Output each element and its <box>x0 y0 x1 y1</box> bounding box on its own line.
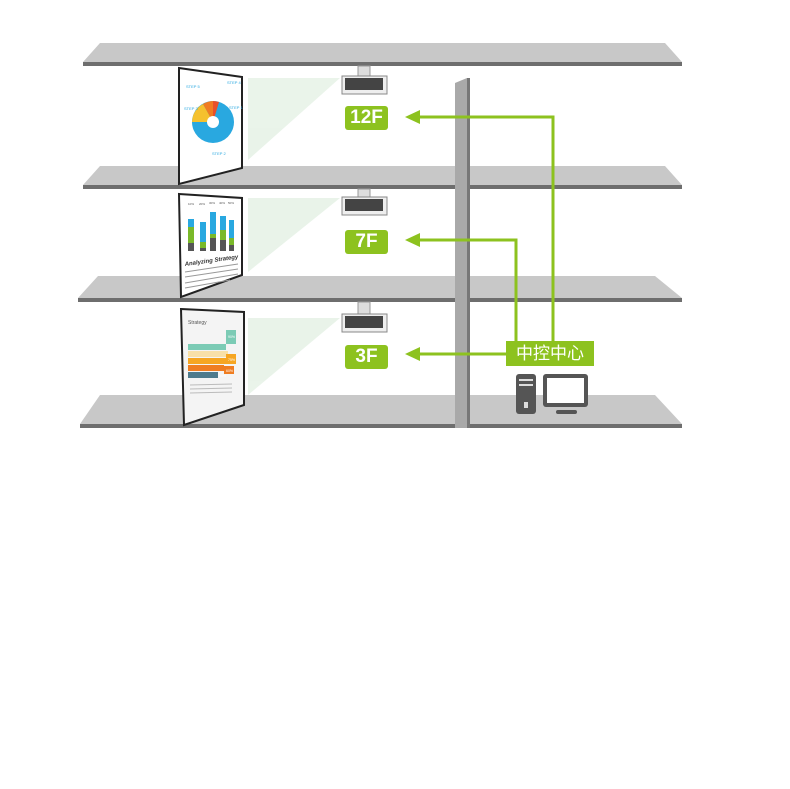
floor-slab-7f <box>78 276 682 302</box>
floor-label-7f: 7F <box>345 230 388 254</box>
step-label: STEP 3 <box>184 106 198 111</box>
step-label: STEP 1 <box>229 105 243 110</box>
arrow-icon <box>405 233 420 247</box>
value-label: 60% <box>226 369 233 373</box>
projector-7f <box>341 188 388 216</box>
partition-wall <box>455 78 470 428</box>
percent-label: 40% <box>219 201 225 205</box>
computer-tower-icon <box>516 374 536 414</box>
screen-7f: 10% 20% 30% 40% 50% Analyzing Strategy <box>177 192 243 299</box>
monitor-icon <box>543 374 588 414</box>
floor-label-3f: 3F <box>345 345 388 369</box>
bar-chart <box>188 212 234 251</box>
step-label: STEP 2 <box>212 151 226 156</box>
floor-slab-12f <box>83 166 682 189</box>
percent-label: 20% <box>199 202 205 206</box>
step-label: STEP 5 <box>186 84 200 89</box>
floor-slab-3f <box>80 395 682 428</box>
control-center-label: 中控中心 <box>506 341 594 366</box>
value-label: 90% <box>228 335 235 339</box>
chart-title: Strategy <box>188 320 207 326</box>
arrow-icon <box>405 110 420 124</box>
line-to-7f <box>418 238 518 345</box>
floor-slab-roof <box>83 43 682 66</box>
projector-3f <box>341 301 388 333</box>
floor-label-12f: 12F <box>345 106 388 130</box>
percent-label: 50% <box>228 201 234 205</box>
projection-beams <box>248 78 340 395</box>
line-to-12f <box>418 115 555 345</box>
arrow-icon <box>405 347 420 361</box>
arrowheads <box>405 110 420 361</box>
value-label: 30% <box>219 374 226 378</box>
percent-label: 30% <box>209 201 215 205</box>
connection-lines <box>418 115 555 356</box>
step-label: STEP 4 <box>227 80 241 85</box>
projector-12f <box>341 65 388 95</box>
percent-label: 10% <box>188 202 194 206</box>
screen-3f: Strategy 90% 75% 60% 30% <box>179 307 245 427</box>
value-label: 75% <box>228 358 235 362</box>
screen-12f: STEP 5 STEP 4 STEP 3 STEP 1 STEP 2 <box>178 66 243 186</box>
